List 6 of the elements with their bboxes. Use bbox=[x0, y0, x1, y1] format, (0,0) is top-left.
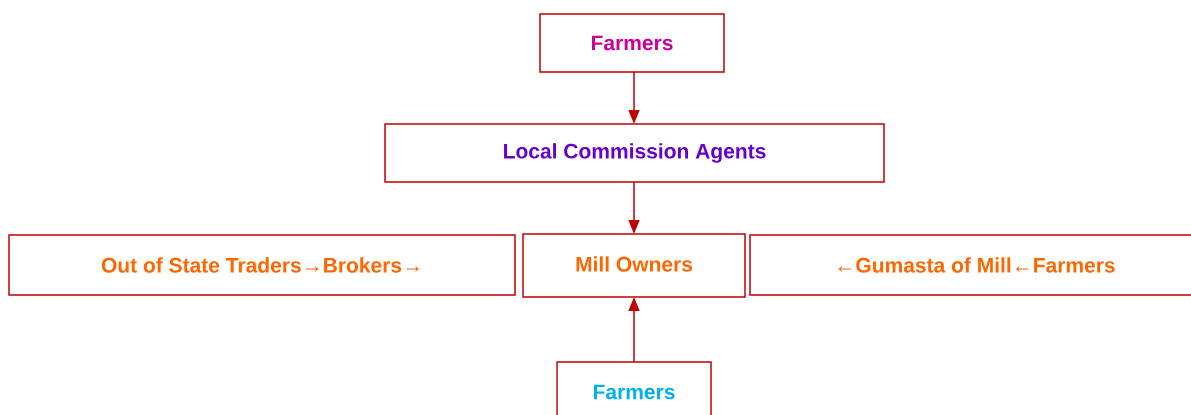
text-box: ←Gumasta of Mill←Farmers bbox=[749, 234, 1191, 296]
text-box: Farmers bbox=[556, 361, 712, 415]
text-box: Local Commission Agents bbox=[384, 123, 885, 183]
text-box: Out of State Traders→Brokers→ bbox=[8, 234, 516, 296]
text-box: Mill Owners bbox=[522, 233, 746, 298]
text-box: Farmers bbox=[539, 13, 725, 73]
